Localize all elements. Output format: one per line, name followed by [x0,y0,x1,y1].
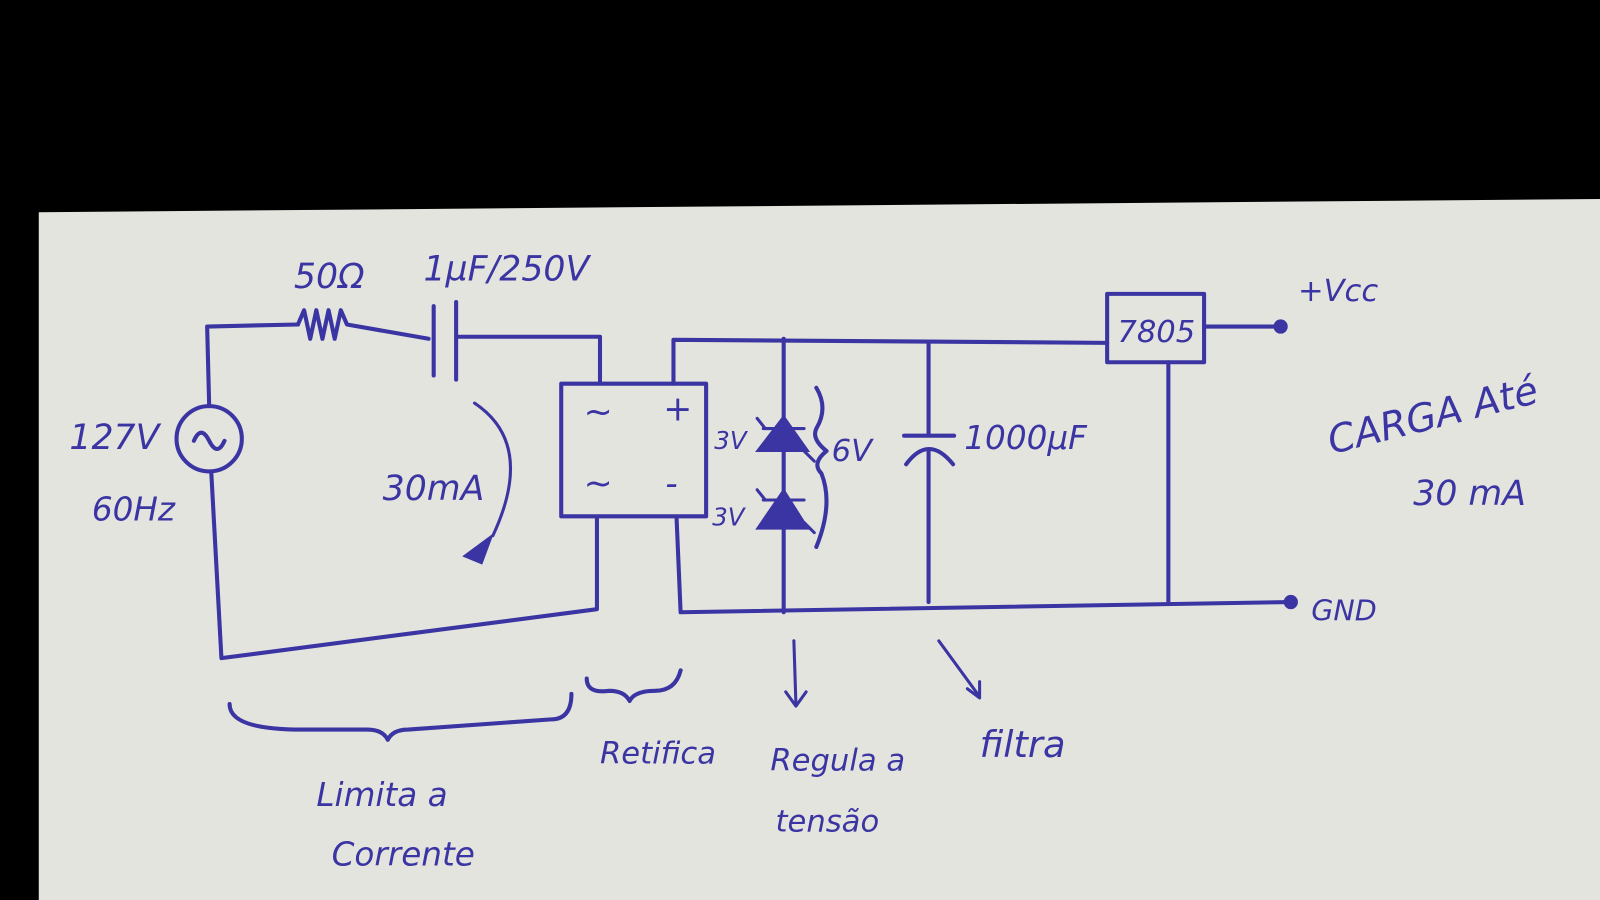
bridge-ac1-label: ~ [584,392,613,432]
bridge-minus-label: - [665,464,678,504]
bridge-ac2-label: ~ [584,464,613,504]
load-label-line2: 30 mA [1413,474,1526,514]
source-frequency-label: 60Hz [92,490,176,528]
zener2-label: 3V [712,503,747,532]
bridge-plus-label: + [663,389,692,429]
limit-current-label-2: Corrente [332,835,475,873]
filter-label: filtra [980,723,1066,766]
paper-sheet [38,198,1600,900]
zener-total-label: 6V [832,434,874,469]
gnd-label: GND [1311,593,1377,627]
limit-current-label-1: Limita a [316,776,447,814]
regulate-label-1: Regula a [770,743,905,778]
series-capacitor [431,300,459,382]
resistor [295,308,431,341]
filter-cap-label: 1000µF [964,419,1088,457]
source-voltage-label: 127V [69,418,161,458]
capacitor-label: 1µF/250V [423,250,591,290]
wires [174,291,1293,742]
vcc-label: +Vcc [1298,274,1378,309]
zener1-label: 3V [714,426,749,455]
regulator-label: 7805 [1117,315,1195,350]
regulate-label-2: tensão [776,805,880,840]
rectify-label: Retifica [600,736,716,771]
component-marks [462,319,1298,610]
bridge-rectifier [559,381,709,519]
resistor-label: 50Ω [294,257,365,297]
current-label: 30mA [383,469,485,509]
